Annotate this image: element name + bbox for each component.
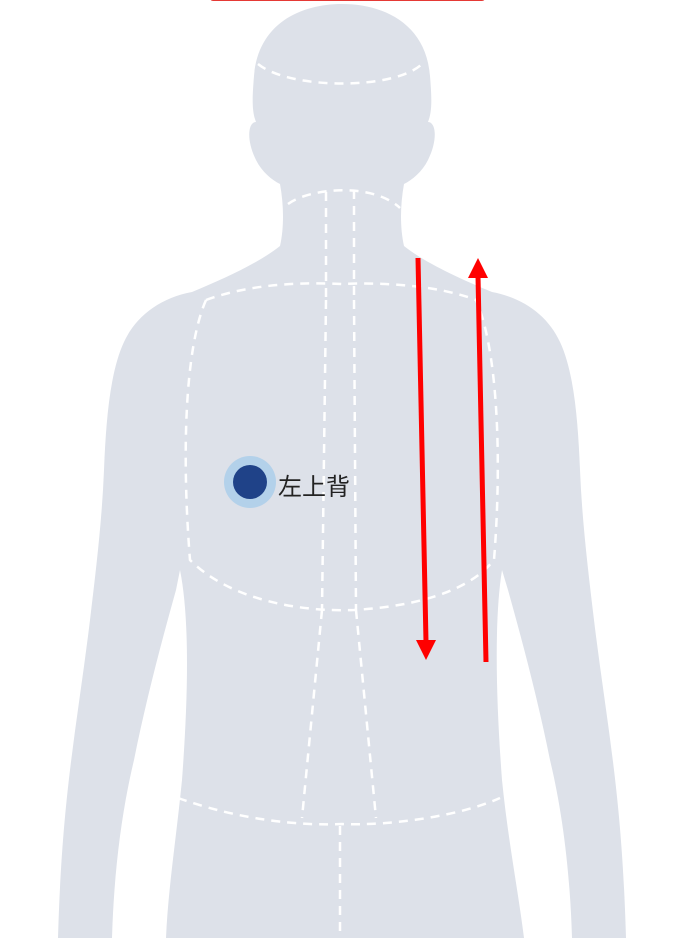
top-red-bar	[210, 0, 485, 1]
marker-dot	[233, 465, 267, 499]
marker-label: 左上背	[278, 473, 350, 501]
body-silhouette	[58, 4, 626, 938]
